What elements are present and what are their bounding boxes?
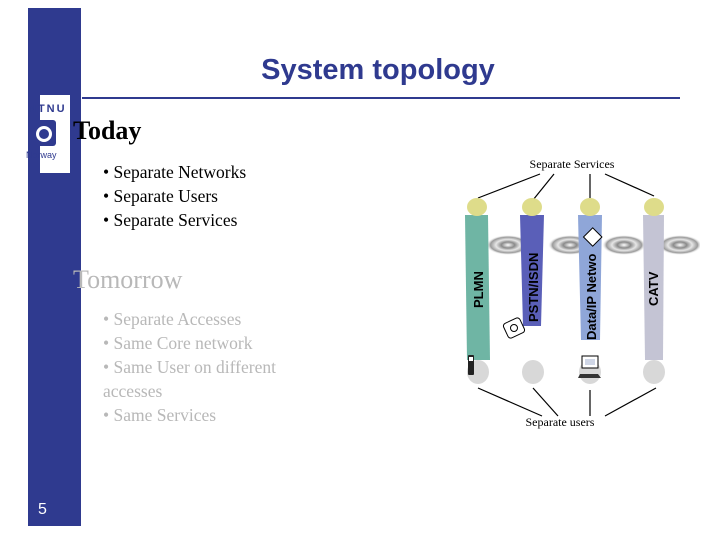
slide-title: System topology bbox=[261, 54, 495, 86]
ntnu-logo: NTNU Norway bbox=[26, 103, 67, 167]
ripple-icon bbox=[486, 235, 530, 255]
today-list: • Separate Networks • Separate Users • S… bbox=[103, 160, 246, 232]
service-node bbox=[522, 198, 542, 216]
ripple-icon bbox=[658, 235, 700, 255]
data-ip-network-label: Data/IP Netwo bbox=[584, 253, 599, 340]
user-node bbox=[643, 360, 665, 384]
tomorrow-list: • Separate Accesses • Same Core network … bbox=[103, 307, 333, 427]
computer-icon bbox=[578, 355, 601, 378]
pstn-isdn-label: PSTN/ISDN bbox=[526, 253, 541, 322]
service-node bbox=[644, 198, 664, 216]
list-item: • Separate Networks bbox=[103, 162, 247, 182]
catv-label: CATV bbox=[646, 271, 661, 306]
logo-mark-icon bbox=[30, 120, 56, 146]
service-arrows bbox=[477, 173, 657, 417]
list-item: • Same User on different accesses bbox=[103, 357, 276, 401]
sidebar bbox=[28, 8, 81, 526]
separate-services-label: Separate Services bbox=[530, 157, 615, 171]
modem-icon bbox=[582, 227, 603, 247]
plmn-label: PLMN bbox=[471, 271, 486, 308]
service-node bbox=[467, 198, 487, 216]
topology-diagram: Separate Services PLMN PSTN/ISDN Data/IP… bbox=[465, 157, 700, 429]
telephone-icon bbox=[502, 317, 526, 339]
pstn-network-bar bbox=[520, 215, 544, 326]
separate-users-label: Separate users bbox=[526, 415, 595, 429]
catv-network-bar bbox=[643, 215, 664, 360]
list-item: • Separate Accesses bbox=[103, 309, 242, 329]
page-number: 5 bbox=[38, 501, 47, 518]
plmn-network-bar bbox=[465, 215, 490, 360]
list-item: • Same Core network bbox=[103, 333, 253, 353]
list-item: • Separate Services bbox=[103, 210, 238, 230]
logo-subtext: Norway bbox=[26, 150, 57, 160]
list-item: • Same Services bbox=[103, 405, 217, 425]
logo-text: NTNU bbox=[28, 103, 67, 115]
user-node bbox=[522, 360, 544, 384]
mobile-phone-icon bbox=[468, 355, 474, 375]
title-divider bbox=[82, 97, 680, 99]
tomorrow-heading: Tomorrow bbox=[73, 265, 183, 294]
today-heading: Today bbox=[73, 116, 142, 145]
service-node bbox=[580, 198, 600, 216]
ripple-icon bbox=[602, 235, 646, 255]
list-item: • Separate Users bbox=[103, 186, 218, 206]
data-ip-network-bar bbox=[578, 215, 602, 340]
